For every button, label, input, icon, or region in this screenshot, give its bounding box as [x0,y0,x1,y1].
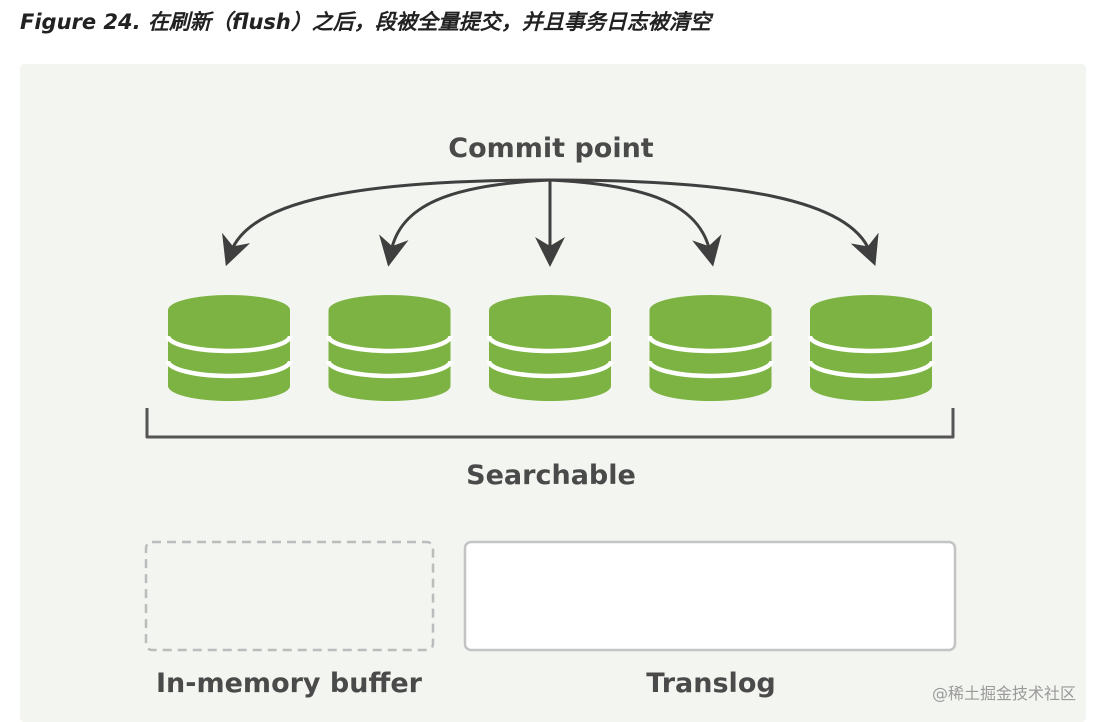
segment-cylinder [165,295,293,401]
commit-arrow-2 [379,178,552,267]
segment-cylinder [486,295,614,401]
segment-cylinder [326,295,453,401]
commit-arrow-1 [222,178,552,267]
searchable-bracket [145,408,955,439]
segment-cylinder [647,295,774,401]
in-memory-buffer-box [144,540,435,652]
segments [165,295,935,401]
segment-cylinder [807,295,935,401]
translog-box [463,540,957,652]
searchable-label: Searchable [466,460,636,491]
commit-arrow-4 [548,178,722,267]
commit-arrow-5 [548,178,879,266]
watermark: @稀土掘金技术社区 [931,684,1076,703]
commit-point-label: Commit point [448,133,654,164]
figure-caption: Figure 24. 在刷新（flush）之后，段被全量提交，并且事务日志被清空 [20,10,711,34]
commit-arrows [222,178,879,267]
in-memory-buffer-label: In-memory buffer [156,668,423,699]
translog-label: Translog [646,668,775,699]
